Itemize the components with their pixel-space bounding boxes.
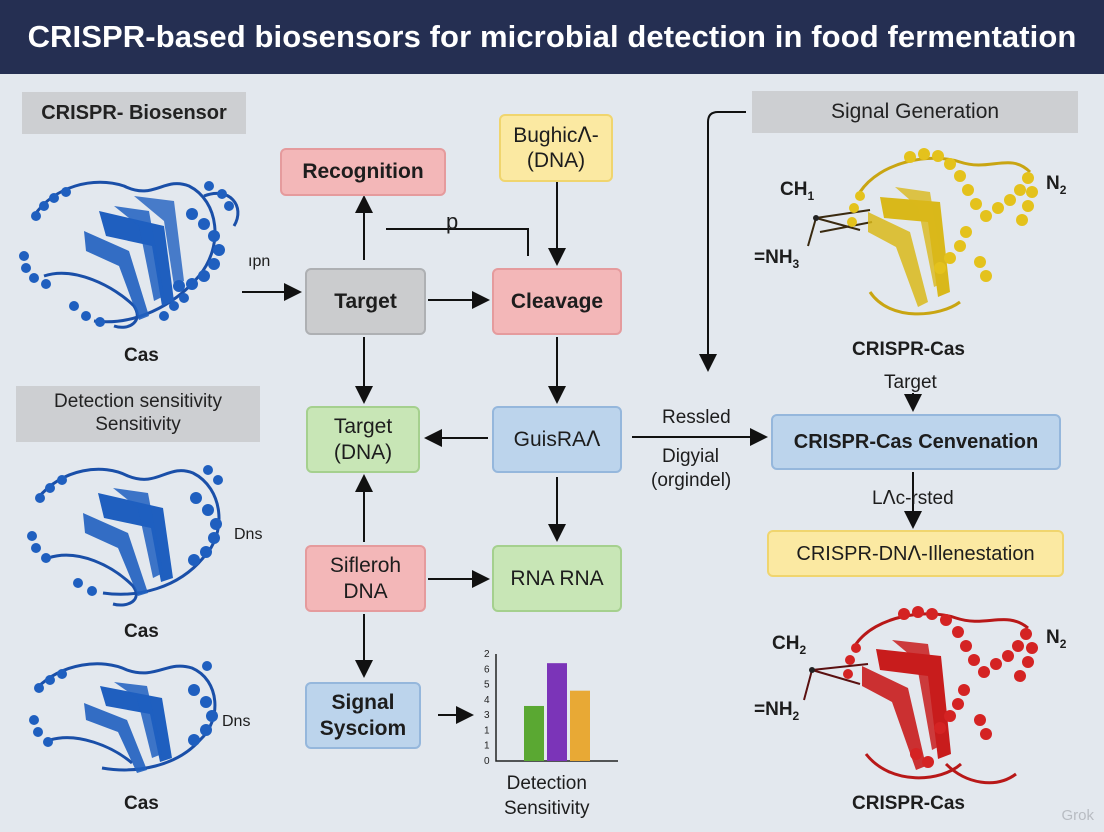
yellow-n-label: N2 bbox=[1046, 173, 1067, 197]
crispr-cas-red-image bbox=[803, 606, 1038, 785]
ressled-label: Ressled bbox=[662, 407, 731, 428]
sensitivity-label-line2: Sensitivity bbox=[95, 414, 181, 435]
cleavage-box: Cleavage bbox=[492, 268, 622, 335]
bughick-line1: Bughicᐱ- bbox=[513, 123, 599, 147]
cas-bottom-label: Cas bbox=[124, 793, 159, 814]
red-ch-label: CH2 bbox=[772, 633, 807, 657]
target-box: Target bbox=[305, 268, 426, 335]
yellow-ch-label: CH1 bbox=[780, 179, 815, 203]
chart-xlabel-line1: Detection bbox=[506, 773, 587, 794]
signal-generation-label: Signal Generation bbox=[752, 91, 1078, 133]
target-dna-line2: (DNA) bbox=[333, 440, 393, 464]
biosensor-label: CRISPR- Biosensor bbox=[22, 92, 246, 134]
chart-y-tick-label: 5 bbox=[484, 680, 490, 691]
target-dna-box: Target (DNA) bbox=[306, 406, 420, 473]
crispr-cas-yellow-image bbox=[807, 148, 1038, 316]
cas-bottom-tag: Dns bbox=[222, 713, 251, 730]
chart-y-tick-label: 1 bbox=[484, 741, 490, 752]
title-bar: CRISPR-based biosensors for microbial de… bbox=[0, 0, 1104, 74]
chart-y-tick-label: 0 bbox=[484, 756, 490, 766]
recognition-box: Recognition bbox=[280, 148, 446, 196]
bughick-line2: (DNA) bbox=[526, 149, 586, 172]
chart-y-tick-label: 1 bbox=[484, 725, 490, 736]
crispr-dn-illenestation-box: CRISPR-DNᐱ-Illenestation bbox=[767, 530, 1064, 577]
grok-watermark: Grok bbox=[1061, 807, 1094, 824]
crispr-cas-red-label: CRISPR-Cas bbox=[852, 793, 965, 814]
cas-top-label: Cas bbox=[124, 345, 159, 366]
crispr-cas-cenvenation-box: CRISPR-Cas Cenvenation bbox=[771, 414, 1061, 470]
cas-protein-top-image bbox=[19, 180, 240, 329]
signal-line2: Sysciom bbox=[319, 716, 407, 740]
yellow-nh-label: =NH3 bbox=[754, 247, 800, 271]
sifleroh-dna-box: Sifleroh DNA bbox=[305, 545, 426, 612]
chart-bar bbox=[570, 690, 590, 761]
orgindel-label: (orgindel) bbox=[651, 470, 732, 491]
incrsted-label: Lᐱc-rsted bbox=[872, 488, 954, 509]
digyial-label: Digyial bbox=[662, 446, 720, 467]
chart-y-tick-label: 4 bbox=[484, 695, 490, 706]
chart-xlabel-line2: Sensitivity bbox=[504, 797, 590, 819]
cas-top-arrow-label: ıpn bbox=[248, 253, 271, 270]
sifleroh-line1: Sifleroh bbox=[329, 554, 402, 578]
chart-y-tick-label: 2 bbox=[484, 649, 490, 660]
detection-sensitivity-chart: 0 1 1 3 4 5 6 2 bbox=[484, 649, 618, 766]
guisram-box: GuisRAᐱ bbox=[492, 406, 622, 473]
target-dna-line1: Target bbox=[333, 415, 393, 439]
p-label: p bbox=[446, 209, 459, 234]
red-n-label: N2 bbox=[1046, 627, 1067, 651]
bughick-dna-box: Bughicᐱ- (DNA) bbox=[499, 114, 613, 182]
cas-protein-middle-image bbox=[27, 465, 223, 607]
cas-middle-tag: Dns bbox=[234, 526, 263, 543]
cas-middle-label: Cas bbox=[124, 621, 159, 642]
chart-bar bbox=[547, 663, 567, 761]
sensitivity-label: Detection sensitivity Sensitivity bbox=[16, 386, 260, 442]
crispr-cas-yellow-label: CRISPR-Cas bbox=[852, 339, 965, 360]
chart-bar bbox=[524, 705, 544, 761]
rna-rna-box: RNA RNA bbox=[492, 545, 622, 612]
chart-xlabel: Detection Sensitivity bbox=[504, 772, 590, 821]
red-nh-label: =NH2 bbox=[754, 699, 800, 723]
cas-protein-bottom-image bbox=[29, 661, 218, 773]
signal-line1: Signal bbox=[331, 691, 395, 715]
chart-y-tick-label: 6 bbox=[484, 664, 490, 675]
sensitivity-label-line1: Detection sensitivity bbox=[54, 391, 222, 413]
chart-y-tick-label: 3 bbox=[484, 710, 490, 721]
page-title: CRISPR-based biosensors for microbial de… bbox=[27, 19, 1077, 54]
target-label: Target bbox=[884, 372, 937, 393]
signal-system-box: Signal Sysciom bbox=[305, 682, 421, 749]
sifleroh-line2: DNA bbox=[343, 579, 388, 603]
